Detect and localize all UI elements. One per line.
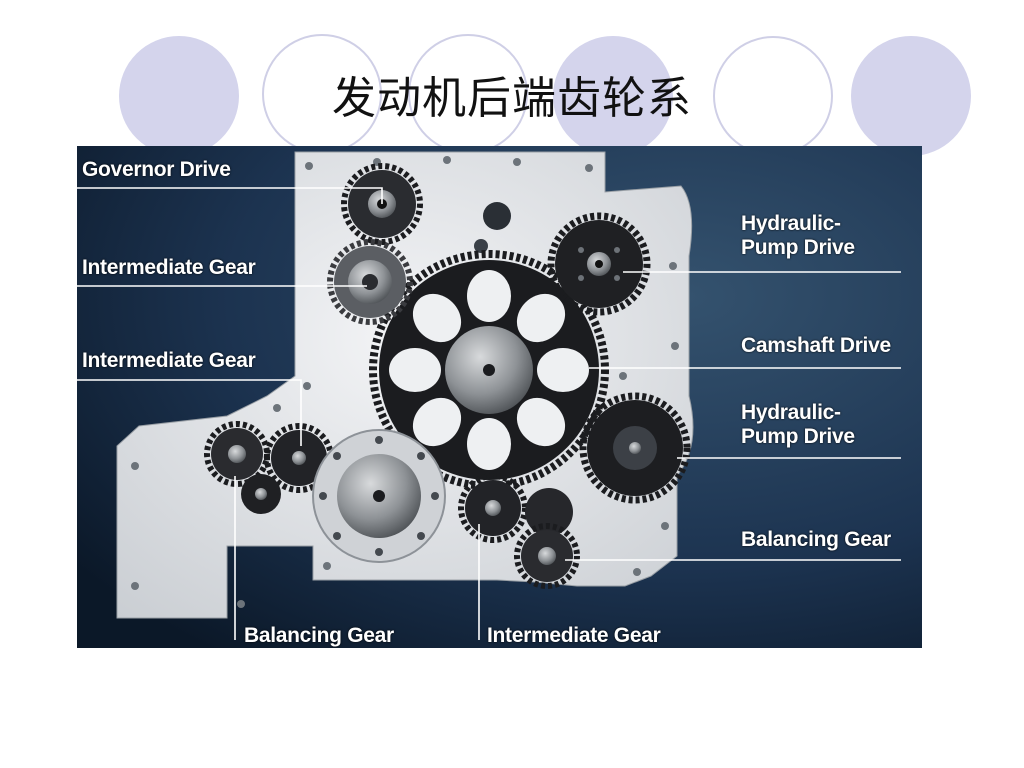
label-hydraulic-pump-drive-upper: Hydraulic- Pump Drive: [741, 212, 855, 260]
hydraulic-pump-drive-gear-lower: [579, 392, 691, 504]
label-balancing-gear-right: Balancing Gear: [741, 528, 891, 551]
deco-circle-2: [262, 34, 382, 154]
label-camshaft-drive: Camshaft Drive: [741, 334, 891, 357]
intermediate-gear-bottom: [458, 473, 528, 543]
intermediate-gear-upper: [327, 239, 413, 325]
hydraulic-pump-drive-gear-upper: [547, 212, 651, 316]
label-intermediate-gear-bottom: Intermediate Gear: [487, 624, 661, 647]
gear-train-illustration: [77, 146, 922, 648]
deco-circle-6: [851, 36, 971, 156]
deco-circle-5: [713, 36, 833, 156]
label-intermediate-gear-upper: Intermediate Gear: [82, 256, 256, 279]
slide-title: 发动机后端齿轮系: [332, 73, 692, 124]
label-hydraulic-pump-drive-upper-line2: Pump Drive: [741, 236, 855, 259]
label-hydraulic-pump-drive-lower-line2: Pump Drive: [741, 425, 855, 448]
label-hydraulic-pump-drive-upper-line1: Hydraulic-: [741, 212, 841, 235]
label-governor-drive: Governor Drive: [82, 158, 231, 181]
balancing-gear-left: [204, 421, 281, 514]
label-balancing-gear-bottom: Balancing Gear: [244, 624, 394, 647]
housing-port: [483, 202, 511, 230]
flywheel-flange: [312, 429, 446, 563]
deco-circle-1: [119, 36, 239, 156]
callout-leader-lines: [77, 187, 901, 640]
gear-train-photo: Governor Drive Intermediate Gear Interme…: [77, 146, 922, 648]
label-intermediate-gear-left: Intermediate Gear: [82, 349, 256, 372]
deco-circle-4: [553, 36, 673, 156]
housing-port-small: [474, 239, 488, 253]
label-hydraulic-pump-drive-lower: Hydraulic- Pump Drive: [741, 401, 855, 449]
label-hydraulic-pump-drive-lower-line1: Hydraulic-: [741, 401, 841, 424]
camshaft-drive-gear: [369, 250, 609, 490]
balancing-gear-right: [514, 488, 580, 589]
